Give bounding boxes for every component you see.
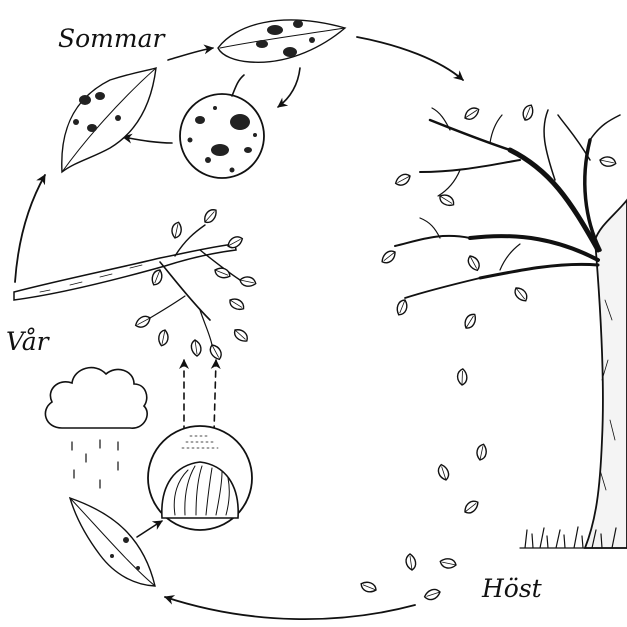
leafless-tree-icon xyxy=(379,103,627,548)
scabbed-apple-icon xyxy=(180,75,264,178)
spore-sac-icon xyxy=(148,426,252,530)
infected-leaf-icon xyxy=(70,498,155,586)
fallen-leaf-icon xyxy=(359,312,489,601)
infected-leaf-icon xyxy=(62,68,156,172)
spring-label: Vår xyxy=(6,327,51,356)
summer-label: Sommar xyxy=(58,24,166,53)
leafy-branch-icon xyxy=(14,207,257,361)
arrow-autumn-to-spring xyxy=(165,597,415,619)
rain-cloud-icon xyxy=(45,368,147,488)
arrow-leaf-to-leaf xyxy=(168,48,213,60)
autumn-label: Höst xyxy=(481,574,543,603)
arrow-summer-to-autumn xyxy=(357,37,463,80)
arrow-spring-to-summer xyxy=(15,175,45,282)
arrow-leaf-to-apple xyxy=(278,68,300,107)
arrow-apple-to-leaf xyxy=(123,137,172,143)
arrow-spores-up-right xyxy=(214,360,216,432)
infected-leaf-icon xyxy=(218,20,345,62)
arrow-leaf-to-sac xyxy=(137,521,162,537)
